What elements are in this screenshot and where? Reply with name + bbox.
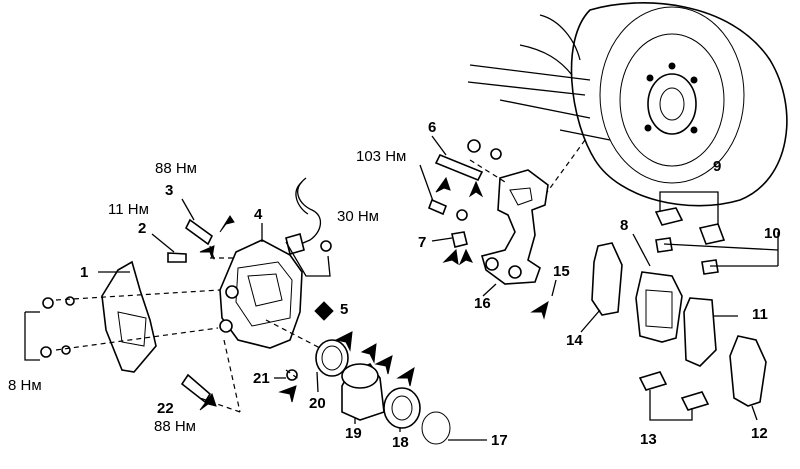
brake-pads-group [591,191,779,421]
callout-1: 1 [80,264,88,281]
callout-18: 18 [392,434,409,451]
bleeder-valve [451,231,468,248]
callout-22: 22 [157,400,174,417]
brake-hose [285,177,332,255]
piston-parts [315,339,451,445]
callout-15: 15 [553,263,570,280]
caliper-body [219,239,303,349]
callout-14: 14 [566,332,583,349]
callout-10: 10 [764,225,781,242]
pointer-arrows [199,176,549,411]
callout-3: 3 [165,182,173,199]
leader-lines [24,135,758,441]
callout-19: 19 [345,425,362,442]
bolts-left [167,218,298,404]
torque-30: 30 Нм [337,208,379,225]
callout-numbers: 1 2 3 4 5 6 7 8 9 10 11 12 13 14 15 16 1… [80,119,781,451]
callout-21: 21 [253,370,270,387]
assembly-lines [55,245,321,413]
torque-88-bottom: 88 Нм [154,418,196,435]
callout-20: 20 [309,395,326,412]
slide-pins [419,139,502,221]
brake-disc-assembly [467,2,788,207]
torque-103: 103 Нм [356,148,406,165]
callout-9: 9 [713,158,721,175]
callout-2: 2 [138,220,146,237]
callout-13: 13 [640,431,657,448]
apply-grease-marker [314,301,334,321]
callout-5: 5 [340,301,348,318]
callout-12: 12 [751,425,768,442]
callout-17: 17 [491,432,508,449]
callout-7: 7 [418,234,426,251]
callout-8: 8 [620,217,628,234]
caliper-bracket [469,159,549,285]
callout-4: 4 [254,206,263,223]
torque-88-top: 88 Нм [155,160,197,177]
torque-8: 8 Нм [8,377,42,394]
anti-rattle-plate [40,260,157,373]
callout-11: 11 [752,306,768,323]
callout-16: 16 [474,295,491,312]
torque-11: 11 Нм [108,201,149,218]
torque-labels: 88 Нм 11 Нм 30 Нм 103 Нм 8 Нм 88 Нм [8,148,406,435]
callout-6: 6 [428,119,436,136]
